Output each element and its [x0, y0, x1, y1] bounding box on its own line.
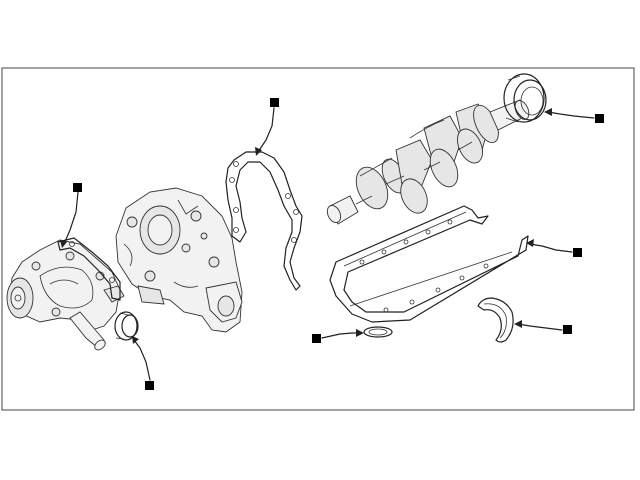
- callout-front-cover-gasket: [255, 98, 279, 156]
- callout-marker: [595, 114, 604, 123]
- callout-oil-pan-gasket: [526, 239, 582, 257]
- callout-marker: [312, 334, 321, 343]
- diagram-frame: [1, 67, 635, 411]
- callout-water-pump-seal: [132, 336, 154, 390]
- water-pump-illustration: [6, 239, 125, 351]
- water-pump-seal-ring: [114, 311, 139, 341]
- oil-pan-gasket: [329, 205, 529, 323]
- water-pump-gasket: [57, 237, 121, 301]
- crankshaft-illustration: [326, 99, 530, 225]
- front-cover-gasket: [225, 151, 303, 291]
- callout-marker: [563, 325, 572, 334]
- callout-marker: [573, 248, 582, 257]
- oil-pickup-o-ring: [363, 326, 393, 338]
- callout-water-pump-gasket: [60, 183, 82, 248]
- front-cover-illustration: [115, 187, 243, 333]
- callout-crankshaft-rear-seal: [544, 108, 604, 123]
- crankshaft-rear-seal: [503, 73, 547, 123]
- callout-marker: [73, 183, 82, 192]
- rear-main-seal-half: [477, 297, 514, 343]
- callout-oil-pickup-o-ring: [312, 329, 364, 343]
- callout-marker: [270, 98, 279, 107]
- callout-rear-main-seal: [514, 320, 572, 334]
- callout-marker: [145, 381, 154, 390]
